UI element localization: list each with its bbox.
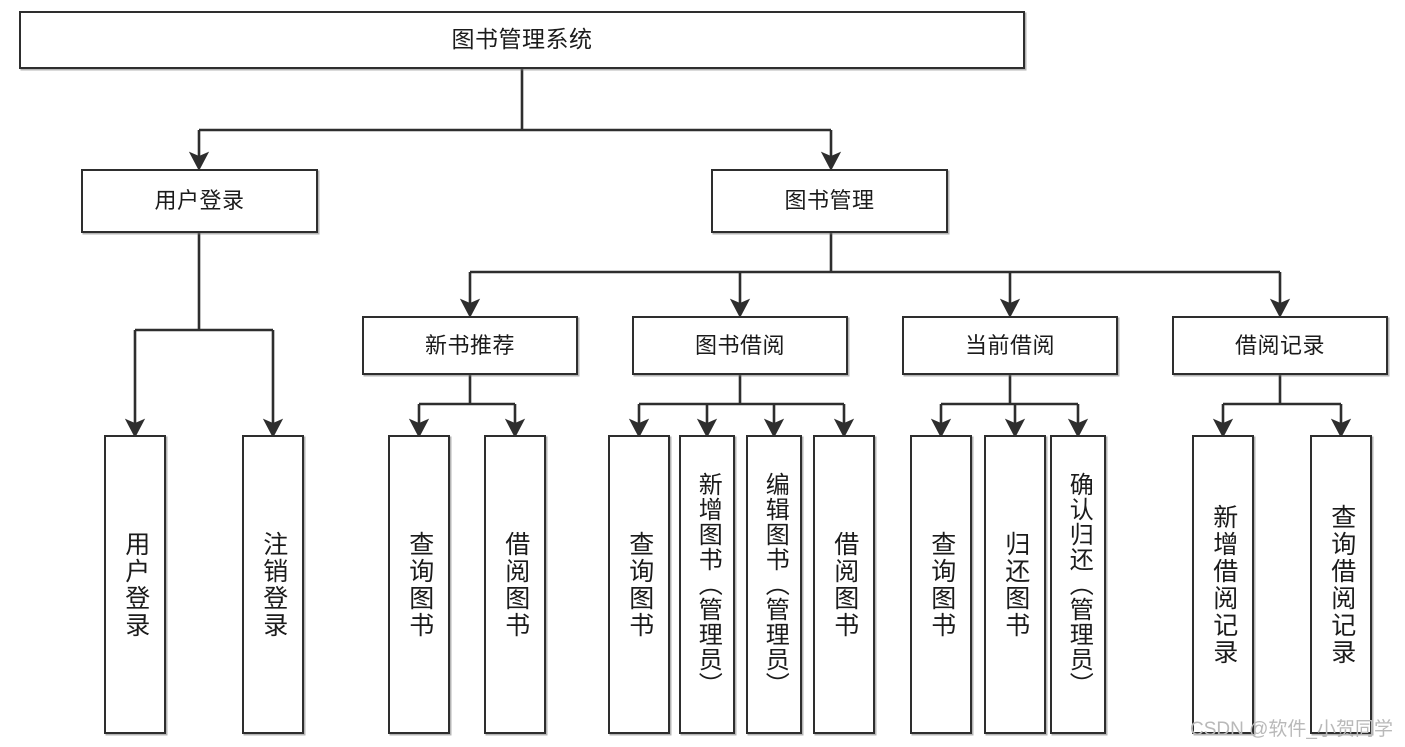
leaf-add-book[interactable]: 新增图书（管理员） [679, 435, 735, 734]
csdn-watermark: CSDN @软件_小贺同学 [1190, 719, 1393, 740]
node-root-label: 图书管理系统 [451, 26, 593, 53]
node-book-manage[interactable]: 图书管理 [711, 169, 948, 233]
leaf-query-borrow-record[interactable]: 查询借阅记录 [1310, 435, 1372, 734]
leaf-return-book-label: 归还图书 [1001, 530, 1030, 639]
leaf-confirm-return-label: 确认归还（管理员） [1065, 472, 1093, 697]
leaf-query-borrow-record-label: 查询借阅记录 [1327, 503, 1356, 666]
node-new-book-recommend[interactable]: 新书推荐 [362, 316, 578, 375]
leaf-borrow-book-2-label: 借阅图书 [830, 530, 859, 639]
node-current-borrow-label: 当前借阅 [964, 332, 1055, 358]
node-root[interactable]: 图书管理系统 [19, 11, 1025, 69]
node-user-login-label: 用户登录 [154, 188, 245, 214]
leaf-add-book-label: 新增图书（管理员） [694, 472, 722, 697]
leaf-add-borrow-record[interactable]: 新增借阅记录 [1192, 435, 1254, 734]
node-new-book-recommend-label: 新书推荐 [424, 332, 515, 358]
leaf-user-login[interactable]: 用户登录 [104, 435, 166, 734]
leaf-logout-label: 注销登录 [259, 530, 288, 639]
leaf-edit-book[interactable]: 编辑图书（管理员） [746, 435, 802, 734]
leaf-query-book-3-label: 查询图书 [927, 530, 956, 639]
node-borrow-record[interactable]: 借阅记录 [1172, 316, 1388, 375]
leaf-borrow-book-2[interactable]: 借阅图书 [813, 435, 875, 734]
leaf-confirm-return[interactable]: 确认归还（管理员） [1050, 435, 1106, 734]
leaf-return-book[interactable]: 归还图书 [984, 435, 1046, 734]
leaf-user-login-label: 用户登录 [121, 530, 150, 639]
leaf-query-book-3[interactable]: 查询图书 [910, 435, 972, 734]
leaf-edit-book-label: 编辑图书（管理员） [761, 472, 789, 697]
leaf-query-book-2-label: 查询图书 [625, 530, 654, 639]
node-book-borrow[interactable]: 图书借阅 [632, 316, 848, 375]
leaf-query-book-1[interactable]: 查询图书 [388, 435, 450, 734]
leaf-borrow-book-1[interactable]: 借阅图书 [484, 435, 546, 734]
leaf-borrow-book-1-label: 借阅图书 [501, 530, 530, 639]
node-book-manage-label: 图书管理 [784, 188, 875, 214]
node-current-borrow[interactable]: 当前借阅 [902, 316, 1118, 375]
leaf-logout[interactable]: 注销登录 [242, 435, 304, 734]
leaf-add-borrow-record-label: 新增借阅记录 [1209, 503, 1238, 666]
node-user-login[interactable]: 用户登录 [81, 169, 318, 233]
node-book-borrow-label: 图书借阅 [694, 332, 785, 358]
leaf-query-book-2[interactable]: 查询图书 [608, 435, 670, 734]
leaf-query-book-1-label: 查询图书 [405, 530, 434, 639]
node-borrow-record-label: 借阅记录 [1234, 332, 1325, 358]
